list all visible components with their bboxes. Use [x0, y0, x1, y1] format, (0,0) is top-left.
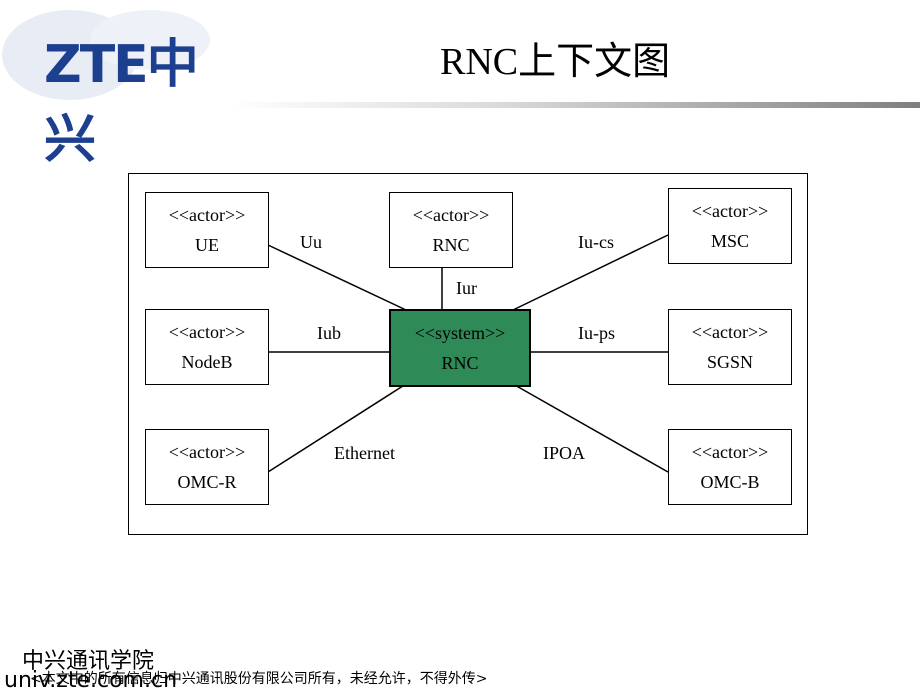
actor-name: OMC-B	[700, 472, 760, 492]
company-logo-text: ZTE中兴	[44, 35, 199, 170]
actor-omc-b: <<actor>> OMC-B	[668, 429, 792, 505]
actor-name: MSC	[710, 231, 750, 251]
label-iur: Iur	[456, 278, 477, 298]
actor-msc: <<actor>> MSC	[668, 188, 792, 264]
link-uu	[267, 244, 407, 311]
world-map-watermark	[2, 10, 210, 100]
actor-name: OMC-R	[177, 472, 237, 492]
footer-url: univ.zte.com.cn	[4, 668, 178, 693]
label-iub: Iub	[317, 323, 341, 343]
actor-sgsn: <<actor>> SGSN	[668, 309, 792, 385]
label-iu-ps: Iu-ps	[578, 323, 615, 343]
link-ethernet	[267, 383, 407, 473]
page-title: RNC上下文图	[440, 41, 671, 83]
actor-stereotype: <<actor>>	[691, 201, 769, 221]
system-name: RNC	[441, 353, 479, 373]
header-divider	[230, 102, 920, 108]
logo: ZTE中兴	[0, 0, 240, 170]
actor-name: SGSN	[706, 352, 754, 372]
system-rnc: <<system>> RNC	[389, 309, 531, 387]
label-ipoa: IPOA	[543, 443, 586, 463]
actor-stereotype: <<actor>>	[168, 442, 246, 462]
label-iu-cs: Iu-cs	[578, 232, 614, 252]
label-ethernet: Ethernet	[334, 443, 395, 463]
label-uu: Uu	[300, 232, 322, 252]
link-ipoa	[512, 383, 669, 473]
actor-ue: <<actor>> UE	[145, 192, 269, 268]
actor-name: UE	[195, 235, 219, 255]
footer-copyright-note: <本文中的所有信息归中兴通讯股份有限公司所有，未经允许，不得外传>	[30, 671, 488, 687]
actor-stereotype: <<actor>>	[412, 205, 490, 225]
actor-stereotype: <<actor>>	[691, 322, 769, 342]
system-stereotype: <<system>>	[414, 323, 506, 343]
actor-rnc-peer: <<actor>> RNC	[389, 192, 513, 268]
actor-omc-r: <<actor>> OMC-R	[145, 429, 269, 505]
actor-stereotype: <<actor>>	[168, 205, 246, 225]
actor-name: NodeB	[181, 352, 233, 372]
actor-name: RNC	[432, 235, 470, 255]
footer-organization: 中兴通讯学院	[22, 649, 155, 674]
actor-stereotype: <<actor>>	[691, 442, 769, 462]
actor-stereotype: <<actor>>	[168, 322, 246, 342]
link-iu-cs	[512, 234, 669, 311]
actor-nodeb: <<actor>> NodeB	[145, 309, 269, 385]
